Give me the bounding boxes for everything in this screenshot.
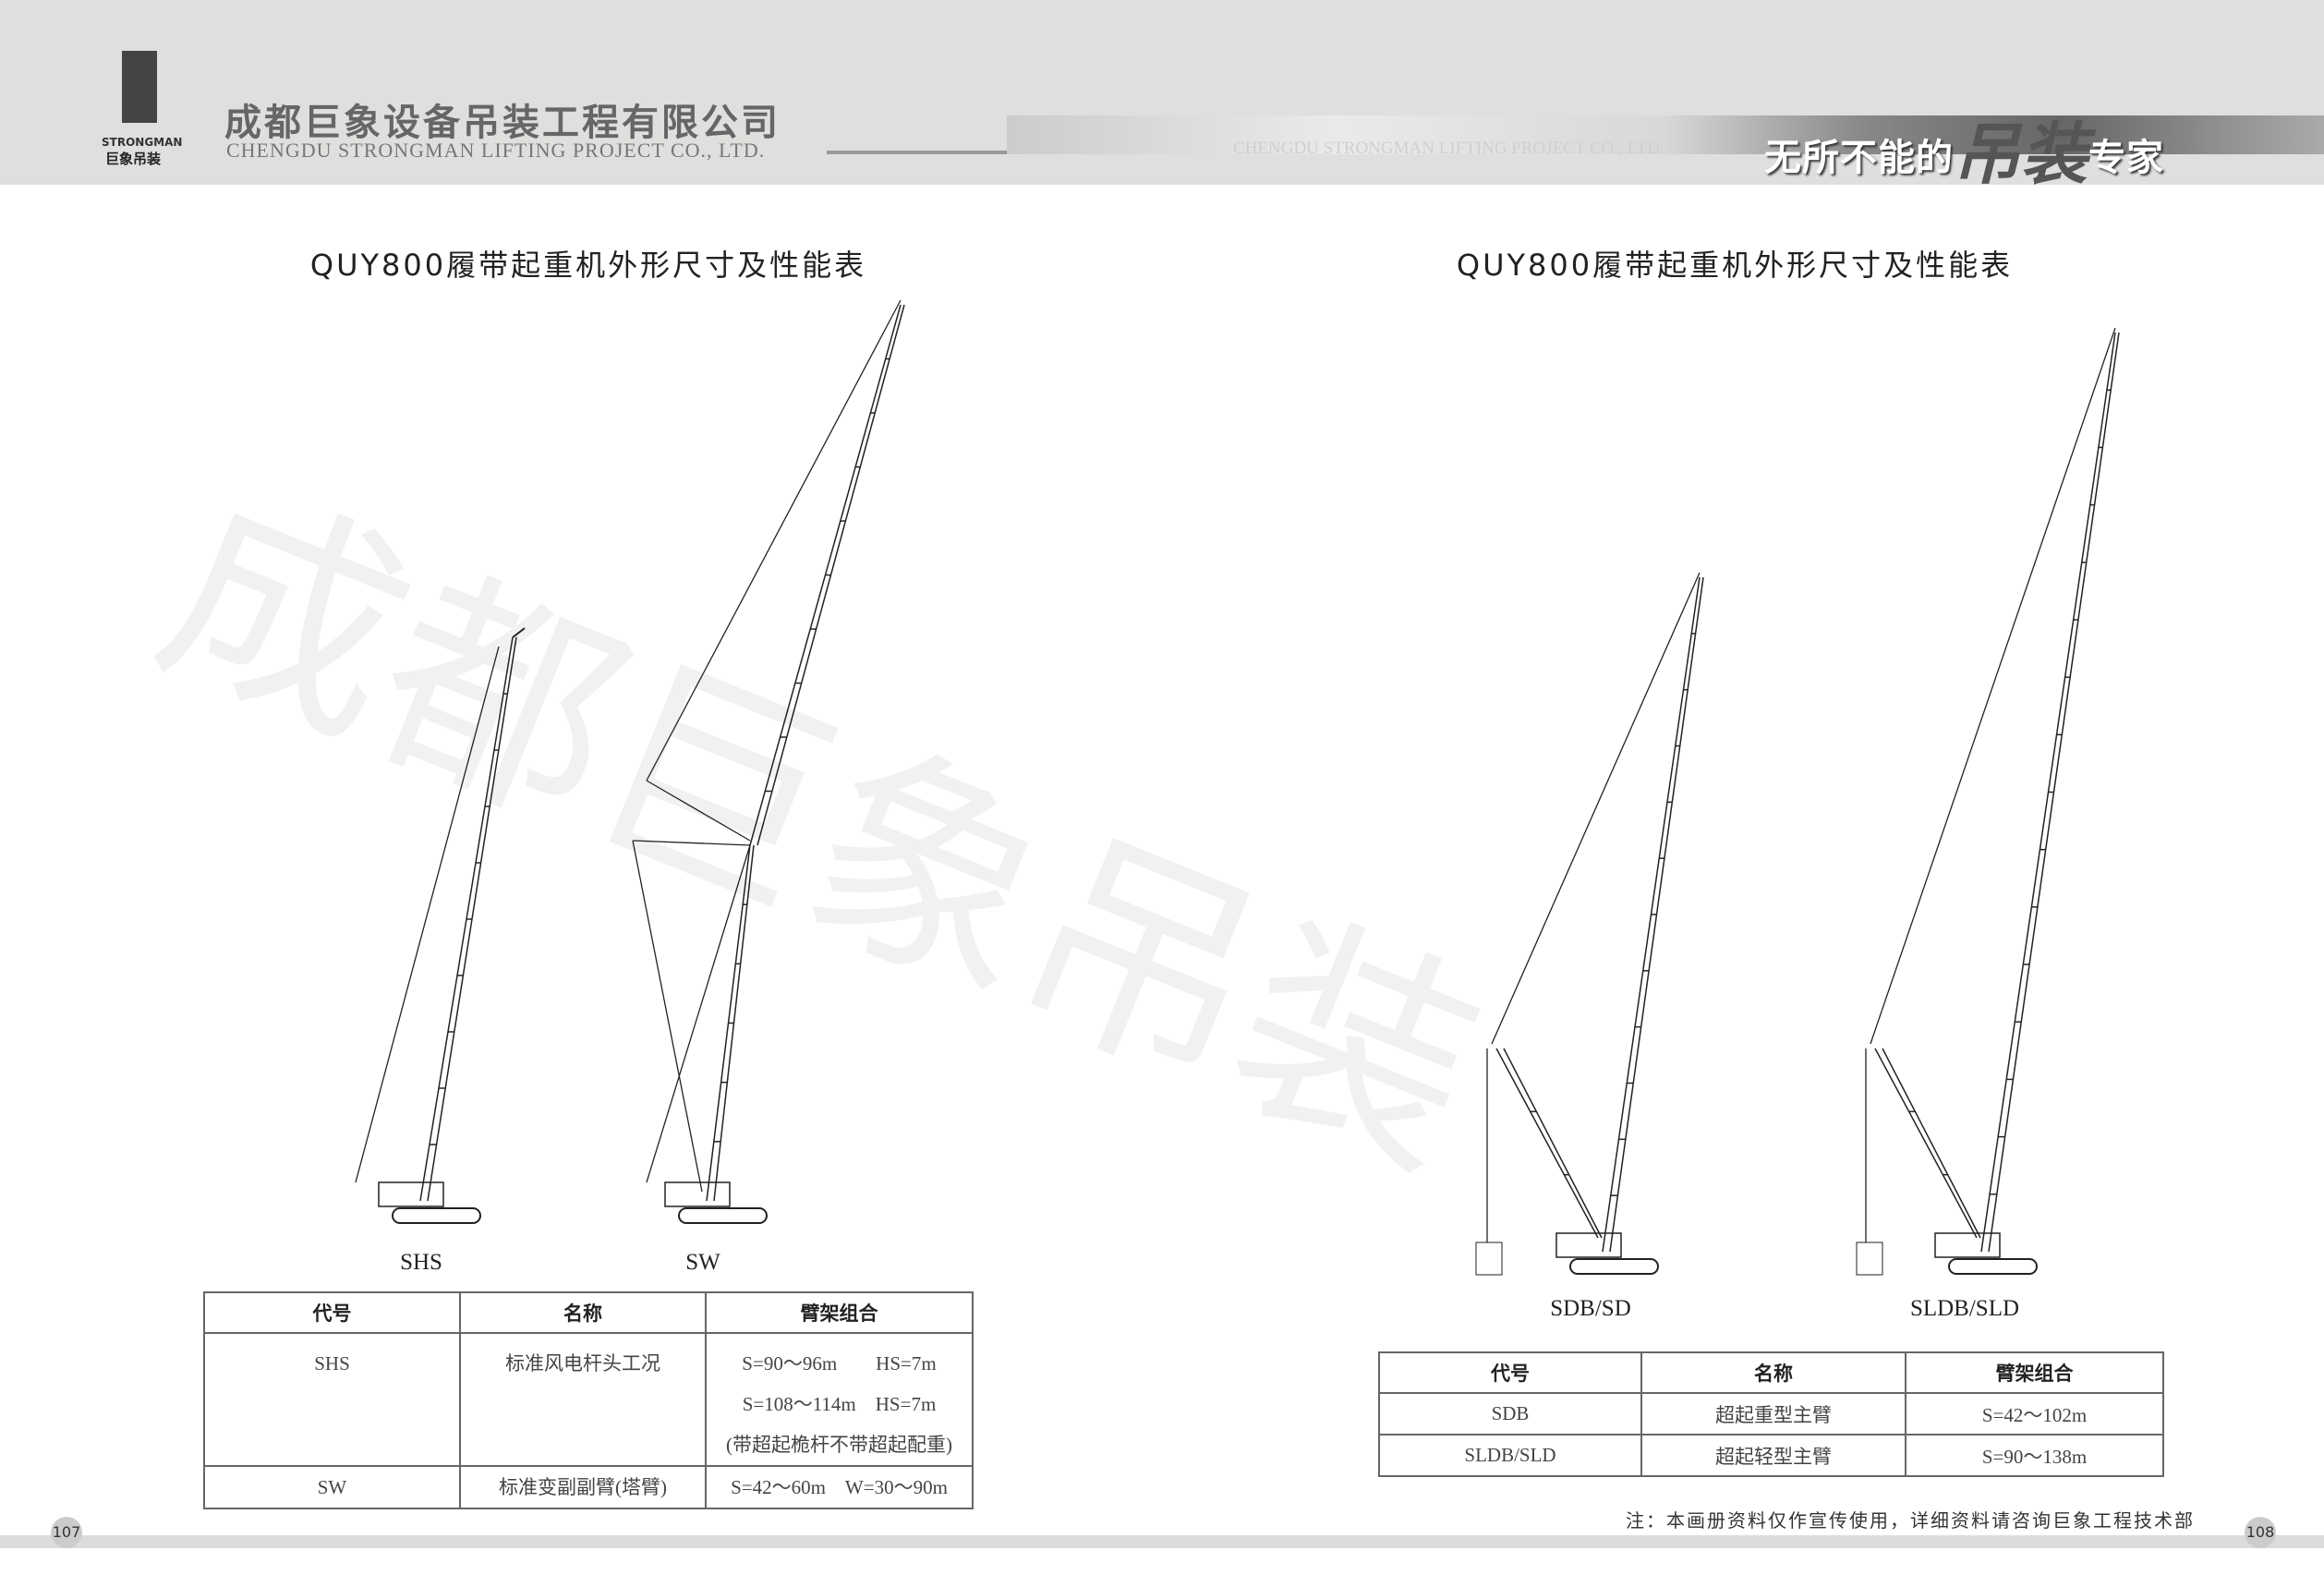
table-header-row: 代号 名称 臂架组合 bbox=[203, 1291, 974, 1334]
right-page-title: QUY800履带起重机外形尺寸及性能表 bbox=[1456, 248, 2014, 283]
crane-sw-pendant bbox=[646, 299, 902, 781]
crane-label-sw: SW bbox=[685, 1250, 720, 1275]
cell-combo: S=42～60m W=30～90m bbox=[705, 1465, 974, 1509]
crane-sdb-mast bbox=[1503, 1048, 1603, 1239]
disclaimer-note: 注：本画册资料仅作宣传使用，详细资料请咨询巨象工程技术部 bbox=[1626, 1509, 2195, 1532]
table-header-row: 代号 名称 臂架组合 bbox=[1378, 1351, 2164, 1394]
header-combo: 臂架组合 bbox=[1905, 1351, 2164, 1394]
crane-sw-tie bbox=[632, 840, 703, 1193]
cell-name: 超起轻型主臂 bbox=[1640, 1434, 1906, 1477]
cell-name: 超起重型主臂 bbox=[1640, 1392, 1906, 1436]
cell-combo: S=42～102m bbox=[1905, 1392, 2164, 1436]
crane-sldb-counterweight bbox=[1856, 1242, 1883, 1276]
company-logo: STRONGMAN 巨象吊装 bbox=[102, 51, 182, 167]
crane-sdb-pendant bbox=[1491, 572, 1701, 1045]
crane-sw-crawler bbox=[678, 1207, 768, 1224]
crane-shs-body bbox=[378, 1181, 444, 1207]
crane-sldb-mast bbox=[1874, 1048, 1978, 1239]
table-row: SLDB/SLD 超起轻型主臂 S=90～138m bbox=[1378, 1434, 2164, 1477]
crane-sw-body bbox=[664, 1181, 731, 1207]
combo-line: S=108～114m HS=7m bbox=[742, 1393, 937, 1415]
cell-code: SW bbox=[203, 1465, 461, 1509]
crane-sldb-pendant bbox=[1870, 327, 2116, 1045]
crane-sdb-crawler bbox=[1569, 1258, 1659, 1275]
header-code: 代号 bbox=[203, 1291, 461, 1334]
page-header: STRONGMAN 巨象吊装 成都巨象设备吊装工程有限公司 CHENGDU ST… bbox=[0, 0, 2324, 193]
combo-line: S=90～96m HS=7m bbox=[742, 1352, 937, 1375]
header-name: 名称 bbox=[459, 1291, 707, 1334]
crane-label-sldb: SLDB/SLD bbox=[1909, 1296, 2020, 1321]
crane-sw-strut2 bbox=[646, 780, 751, 842]
header-code: 代号 bbox=[1378, 1351, 1642, 1394]
slogan: 无所不能的吊装专家 bbox=[1764, 100, 2164, 197]
crane-label-shs: SHS bbox=[400, 1250, 442, 1275]
logo-text-en: STRONGMAN bbox=[102, 136, 183, 149]
cell-code: SHS bbox=[203, 1332, 461, 1467]
crane-sdb-body bbox=[1555, 1232, 1622, 1258]
crane-sldb-body bbox=[1934, 1232, 2001, 1258]
cell-code: SLDB/SLD bbox=[1378, 1434, 1642, 1477]
crane-sdb-mast bbox=[1495, 1048, 1599, 1239]
table-row: SW 标准变副副臂(塔臂) S=42～60m W=30～90m bbox=[203, 1465, 974, 1509]
logo-text-cn: 巨象吊装 bbox=[105, 151, 162, 167]
table-row: SDB 超起重型主臂 S=42～102m bbox=[1378, 1392, 2164, 1436]
page-number-right: 108 bbox=[2245, 1517, 2276, 1548]
cell-combo: S=90～138m bbox=[1905, 1434, 2164, 1477]
slogan-part-2: 吊装 bbox=[1954, 115, 2089, 193]
crane-label-sdb: SDB/SD bbox=[1550, 1296, 1631, 1321]
footer-bar bbox=[0, 1535, 2324, 1548]
header-name: 名称 bbox=[1640, 1351, 1906, 1394]
crane-sdb-counterweight bbox=[1475, 1242, 1503, 1276]
crane-sw-strut bbox=[632, 840, 751, 846]
combo-line: (带超起桅杆不带超起配重) bbox=[726, 1434, 952, 1456]
band-text: CHENGDU STRONGMAN LIFTING PROJECT CO., L… bbox=[1233, 139, 1664, 158]
elephant-logo-icon bbox=[122, 51, 157, 123]
slogan-part-1: 无所不能的 bbox=[1764, 137, 1954, 179]
left-page-title: QUY800履带起重机外形尺寸及性能表 bbox=[309, 248, 867, 283]
company-name-en: CHENGDU STRONGMAN LIFTING PROJECT CO., L… bbox=[226, 139, 766, 162]
cell-code: SDB bbox=[1378, 1392, 1642, 1436]
crane-sw-backstay bbox=[646, 844, 751, 1183]
company-name-cn: 成都巨象设备吊装工程有限公司 bbox=[224, 102, 781, 144]
right-spec-table: 代号 名称 臂架组合 SDB 超起重型主臂 S=42～102m SLDB/SLD… bbox=[1378, 1351, 2164, 1477]
slogan-part-3: 专家 bbox=[2088, 137, 2165, 179]
page-number-left: 107 bbox=[51, 1517, 82, 1548]
header-band bbox=[1007, 115, 2324, 154]
crane-sldb-crawler bbox=[1948, 1258, 2038, 1275]
crane-shs-stay bbox=[355, 646, 500, 1183]
cell-name: 标准变副副臂(塔臂) bbox=[459, 1465, 707, 1509]
crane-shs-head bbox=[512, 627, 526, 638]
header-combo: 臂架组合 bbox=[705, 1291, 974, 1334]
crane-sldb-mast bbox=[1882, 1048, 1981, 1239]
cell-name: 标准风电杆头工况 bbox=[459, 1332, 707, 1467]
header-divider bbox=[827, 151, 1030, 154]
crane-shs-crawler bbox=[392, 1207, 481, 1224]
